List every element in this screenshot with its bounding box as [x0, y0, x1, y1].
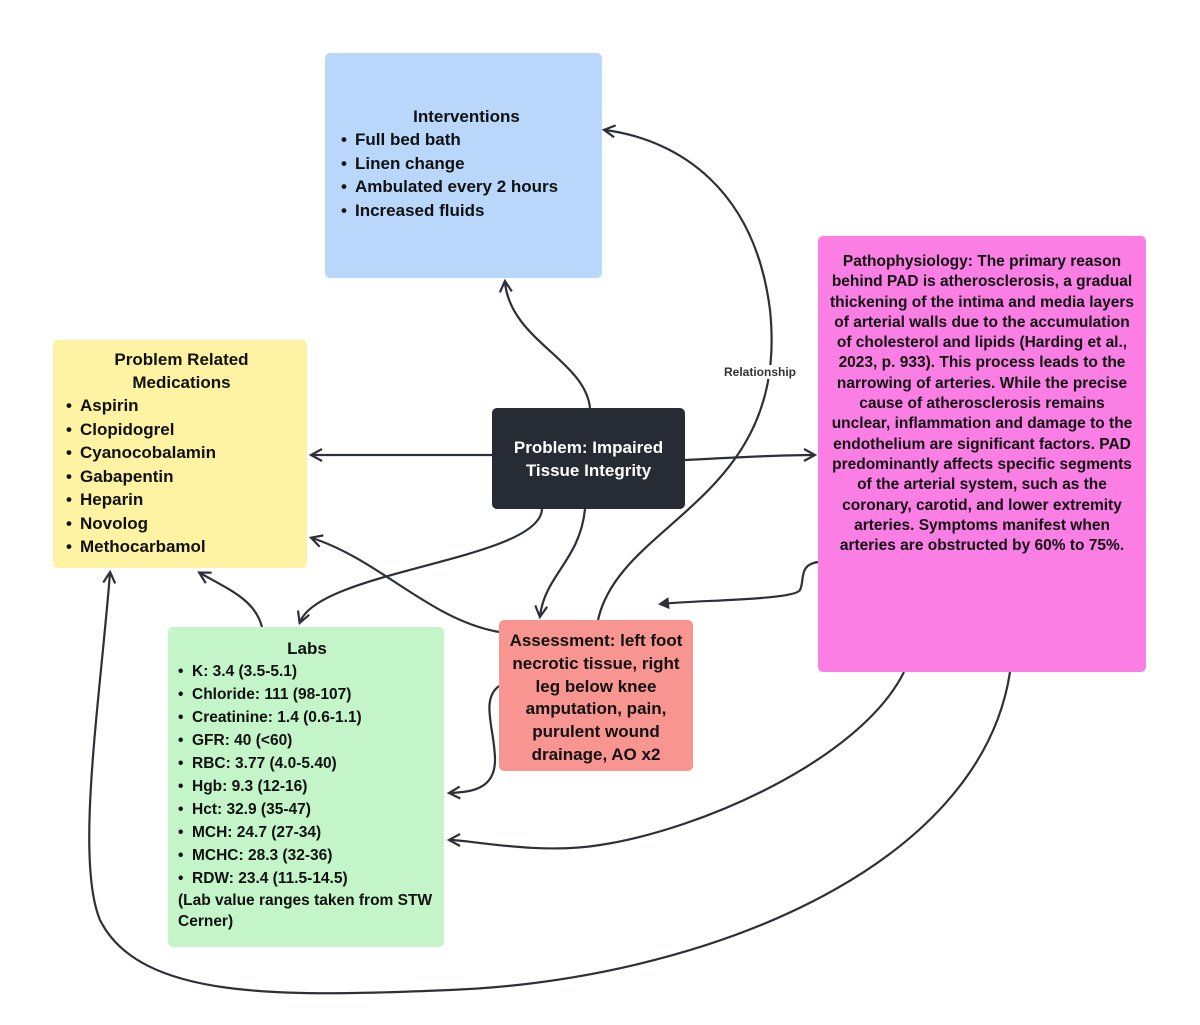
medications-box[interactable]: Problem Related Medications Aspirin Clop… [53, 340, 307, 568]
interventions-title: Interventions [413, 107, 520, 126]
list-item: Hgb: 9.3 (12-16) [178, 775, 436, 798]
list-item: MCH: 24.7 (27-34) [178, 821, 436, 844]
link-assessment-to-medications [312, 538, 500, 634]
list-item: Aspirin [66, 394, 297, 418]
interventions-box[interactable]: Interventions Full bed bath Linen change… [325, 53, 602, 278]
interventions-list: Full bed bath Linen change Ambulated eve… [341, 128, 592, 222]
list-item: RDW: 23.4 (11.5-14.5) [178, 867, 436, 890]
problem-box[interactable]: Problem: Impaired Tissue Integrity [492, 408, 685, 509]
labs-title: Labs [287, 639, 327, 658]
list-item: RBC: 3.77 (4.0-5.40) [178, 752, 436, 775]
link-patho-to-medications [88, 573, 1012, 995]
pathophysiology-box[interactable]: Pathophysiology: The primary reason behi… [818, 236, 1146, 672]
list-item: Chloride: 111 (98-107) [178, 683, 436, 706]
list-item: Heparin [66, 488, 297, 512]
labs-note: (Lab value ranges taken from STW Cerner) [178, 892, 433, 930]
link-assessment-to-interventions [596, 130, 773, 621]
list-item: GFR: 40 (<60) [178, 729, 436, 752]
relationship-label: Relationship [724, 365, 797, 379]
pathophysiology-text: Pathophysiology: The primary reason behi… [828, 252, 1136, 556]
list-item: Gabapentin [66, 465, 297, 489]
list-item: Novolog [66, 512, 297, 536]
labs-list: K: 3.4 (3.5-5.1) Chloride: 111 (98-107) … [178, 660, 436, 890]
list-item: K: 3.4 (3.5-5.1) [178, 660, 436, 683]
list-item: Ambulated every 2 hours [341, 175, 592, 199]
list-item: Methocarbamol [66, 535, 297, 559]
link-patho-to-labs [450, 671, 905, 850]
problem-text: Problem: Impaired Tissue Integrity [513, 437, 664, 480]
list-item: Increased fluids [341, 199, 592, 223]
medications-title: Problem Related Medications [114, 350, 249, 392]
pathophysiology-body: The primary reason behind PAD is atheros… [829, 253, 1135, 555]
link-patho-to-assessment [658, 560, 819, 610]
link-problem-to-assessment [540, 508, 587, 616]
list-item: Full bed bath [341, 128, 592, 152]
medications-list: Aspirin Clopidogrel Cyanocobalamin Gabap… [66, 394, 297, 559]
assessment-text: Assessment: left foot necrotic tissue, r… [509, 631, 683, 764]
link-problem-to-pathophysiology [684, 455, 814, 460]
list-item: Linen change [341, 152, 592, 176]
list-item: Cyanocobalamin [66, 441, 297, 465]
pathophysiology-heading: Pathophysiology: [842, 253, 973, 270]
link-labs-to-medications [200, 573, 264, 628]
link-problem-to-labs [300, 508, 544, 622]
list-item: MCHC: 28.3 (32-36) [178, 844, 436, 867]
list-item: Hct: 32.9 (35-47) [178, 798, 436, 821]
list-item: Clopidogrel [66, 418, 297, 442]
list-item: Creatinine: 1.4 (0.6-1.1) [178, 706, 436, 729]
labs-box[interactable]: Labs K: 3.4 (3.5-5.1) Chloride: 111 (98-… [168, 627, 444, 947]
assessment-box[interactable]: Assessment: left foot necrotic tissue, r… [499, 620, 693, 771]
link-problem-to-interventions [505, 282, 592, 409]
link-assessment-to-labs [450, 685, 500, 793]
